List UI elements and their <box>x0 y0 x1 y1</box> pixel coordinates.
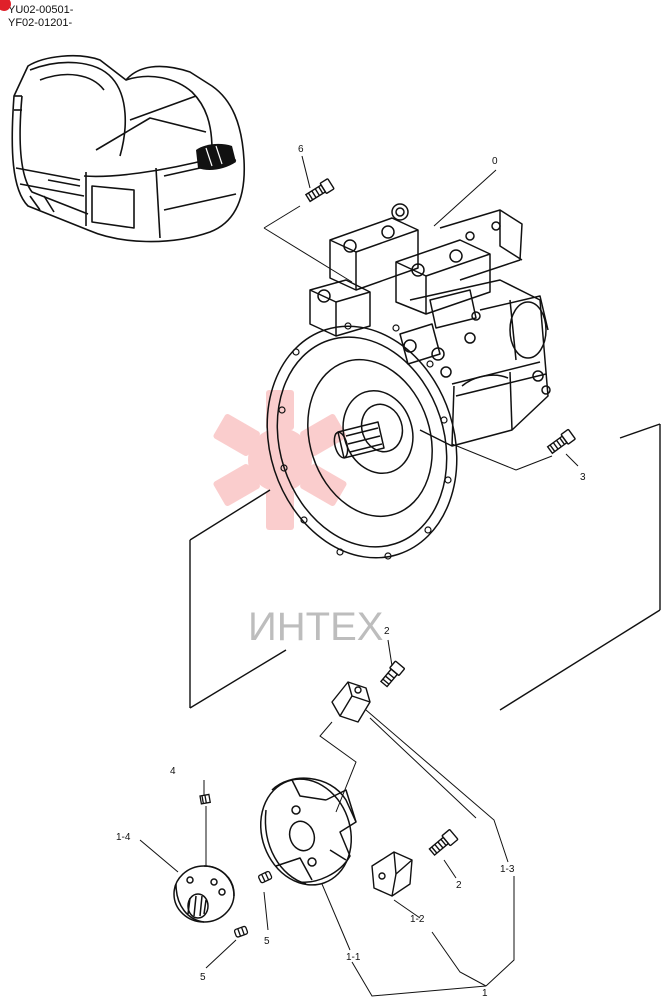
hydraulic-pump-assembly <box>266 203 551 559</box>
bolt-6 <box>304 178 335 203</box>
bolt-2-lower <box>428 829 459 857</box>
coupling-1-1 <box>259 777 357 886</box>
callout-2-lower: 2 <box>456 880 462 891</box>
callout-1-1: 1-1 <box>346 952 361 963</box>
bolt-2-upper <box>379 660 405 688</box>
callout-1-3: 1-3 <box>500 864 515 875</box>
callout-4: 4 <box>170 766 176 777</box>
machine-cab-illustration <box>11 54 246 243</box>
flange-bolt-holes <box>278 322 452 560</box>
pump-location-marker <box>196 143 236 170</box>
pin-5-bottom <box>233 925 249 938</box>
callout-1: 1 <box>482 988 488 999</box>
corner-marker <box>0 0 11 11</box>
watermark-text: ИНТЕХ <box>248 605 383 649</box>
callout-5-bottom: 5 <box>200 972 206 983</box>
callout-0: 0 <box>492 156 498 167</box>
callout-3: 3 <box>580 472 586 483</box>
engine-outline-lines <box>189 423 661 711</box>
serial-range-2: YF02-01201- <box>8 17 73 29</box>
callout-5-left: 5 <box>264 936 270 947</box>
pin-5-left <box>258 870 273 884</box>
serial-range-1: YU02-00501- <box>8 4 74 16</box>
bolt-3 <box>546 428 576 455</box>
setscrew-4 <box>199 793 212 805</box>
callout-1-4: 1-4 <box>116 832 131 843</box>
callout-1-2: 1-2 <box>410 914 425 925</box>
watermark-logo <box>213 390 347 530</box>
bracket-1-2 <box>371 851 413 897</box>
leader-lines <box>139 155 579 997</box>
callout-6: 6 <box>298 144 304 155</box>
callout-2-upper: 2 <box>384 626 390 637</box>
stopper-upper <box>331 681 371 723</box>
hub-1-4 <box>173 865 235 923</box>
